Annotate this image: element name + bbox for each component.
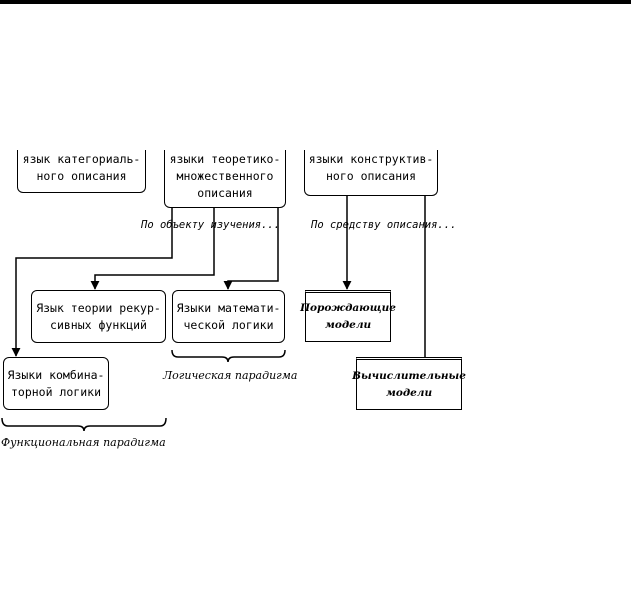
top-border	[0, 0, 631, 4]
computational-models-box: Вычислительные модели	[352, 357, 466, 410]
combinatory-logic-label: Языки комбина- торной логики	[7, 367, 105, 399]
criterion-by-object: По объекту изучения...	[141, 219, 281, 231]
connector-to-recursive	[90, 208, 215, 290]
criterion-by-means: По средству описания...	[311, 219, 457, 231]
generating-models-box: Порождающие модели	[300, 290, 396, 342]
generating-models-label: Порождающие модели	[300, 302, 396, 331]
math-logic-box: Языки математи- ческой логики	[172, 290, 285, 343]
recursive-functions-label: Язык теории рекур- сивных функций	[36, 300, 161, 332]
computational-models-label: Вычислительные модели	[352, 369, 466, 399]
connector-to-combinatory	[11, 208, 173, 357]
categorial-description-box: язык категориаль- ного описания	[17, 150, 146, 193]
functional-paradigm-label: Функциональная парадигма	[1, 436, 166, 449]
set-theoretic-description-label: языки теоретико- множественного описания	[169, 152, 281, 200]
brace-logical-paradigm	[171, 349, 286, 363]
constructive-description-box: языки конструктив- ного описания	[304, 150, 438, 196]
set-theoretic-description-box: языки теоретико- множественного описания	[164, 150, 286, 208]
brace-functional-paradigm	[1, 417, 167, 432]
categorial-description-label: язык категориаль- ного описания	[22, 152, 141, 183]
recursive-functions-box: Язык теории рекур- сивных функций	[31, 290, 166, 343]
math-logic-label: Языки математи- ческой логики	[176, 300, 281, 332]
combinatory-logic-box: Языки комбина- торной логики	[3, 357, 109, 410]
logical-paradigm-label: Логическая парадигма	[163, 369, 298, 382]
connector-to-math-logic	[223, 208, 279, 290]
constructive-description-label: языки конструктив- ного описания	[308, 152, 434, 183]
